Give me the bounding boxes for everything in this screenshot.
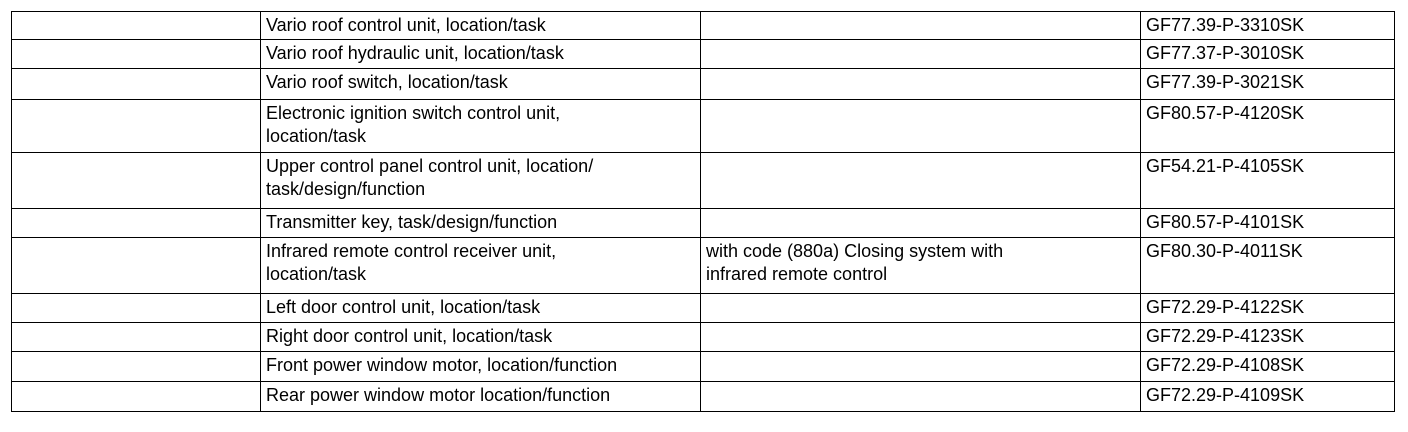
component-description-cell: Vario roof switch, location/task (260, 68, 701, 100)
document-number-cell: GF77.37-P-3010SK (1140, 39, 1395, 69)
table-row: Vario roof hydraulic unit, location/task… (11, 39, 1395, 69)
component-description-cell: Infrared remote control receiver unit, l… (260, 237, 701, 294)
component-description-cell: Vario roof hydraulic unit, location/task (260, 39, 701, 69)
component-description-cell: Upper control panel control unit, locati… (260, 152, 701, 209)
row-empty-cell (11, 293, 261, 323)
component-description-cell: Left door control unit, location/task (260, 293, 701, 323)
component-description-cell: Right door control unit, location/task (260, 322, 701, 352)
table-row: Upper control panel control unit, locati… (11, 152, 1395, 209)
document-number-cell: GF80.57-P-4101SK (1140, 208, 1395, 238)
condition-cell (700, 293, 1141, 323)
table-row: Front power window motor, location/funct… (11, 351, 1395, 382)
row-empty-cell (11, 39, 261, 69)
component-description-cell: Vario roof control unit, location/task (260, 11, 701, 40)
condition-cell (700, 11, 1141, 40)
document-reference-table: Vario roof control unit, location/task G… (11, 11, 1395, 412)
row-empty-cell (11, 152, 261, 209)
row-empty-cell (11, 68, 261, 100)
document-number-cell: GF72.29-P-4122SK (1140, 293, 1395, 323)
row-empty-cell (11, 11, 261, 40)
table-row: Transmitter key, task/design/function GF… (11, 208, 1395, 238)
condition-cell (700, 208, 1141, 238)
component-description-cell: Front power window motor, location/funct… (260, 351, 701, 382)
condition-cell (700, 152, 1141, 209)
table-row: Left door control unit, location/task GF… (11, 293, 1395, 323)
condition-cell (700, 68, 1141, 100)
document-number-cell: GF72.29-P-4108SK (1140, 351, 1395, 382)
table-row: Rear power window motor location/functio… (11, 381, 1395, 412)
row-empty-cell (11, 237, 261, 294)
condition-cell (700, 351, 1141, 382)
condition-cell (700, 99, 1141, 153)
table-row: Electronic ignition switch control unit,… (11, 99, 1395, 153)
condition-cell: with code (880a) Closing system with inf… (700, 237, 1141, 294)
document-number-cell: GF77.39-P-3021SK (1140, 68, 1395, 100)
row-empty-cell (11, 381, 261, 412)
component-description-cell: Electronic ignition switch control unit,… (260, 99, 701, 153)
document-number-cell: GF77.39-P-3310SK (1140, 11, 1395, 40)
document-number-cell: GF72.29-P-4123SK (1140, 322, 1395, 352)
row-empty-cell (11, 351, 261, 382)
document-number-cell: GF72.29-P-4109SK (1140, 381, 1395, 412)
document-number-cell: GF80.30-P-4011SK (1140, 237, 1395, 294)
component-description-cell: Transmitter key, task/design/function (260, 208, 701, 238)
condition-cell (700, 322, 1141, 352)
row-empty-cell (11, 99, 261, 153)
component-description-cell: Rear power window motor location/functio… (260, 381, 701, 412)
condition-cell (700, 381, 1141, 412)
document-number-cell: GF80.57-P-4120SK (1140, 99, 1395, 153)
table-row: Infrared remote control receiver unit, l… (11, 237, 1395, 294)
table-row: Vario roof control unit, location/task G… (11, 11, 1395, 40)
document-number-cell: GF54.21-P-4105SK (1140, 152, 1395, 209)
table-row: Right door control unit, location/task G… (11, 322, 1395, 352)
table-body: Vario roof control unit, location/task G… (11, 11, 1395, 412)
row-empty-cell (11, 322, 261, 352)
table-row: Vario roof switch, location/task GF77.39… (11, 68, 1395, 100)
row-empty-cell (11, 208, 261, 238)
condition-cell (700, 39, 1141, 69)
